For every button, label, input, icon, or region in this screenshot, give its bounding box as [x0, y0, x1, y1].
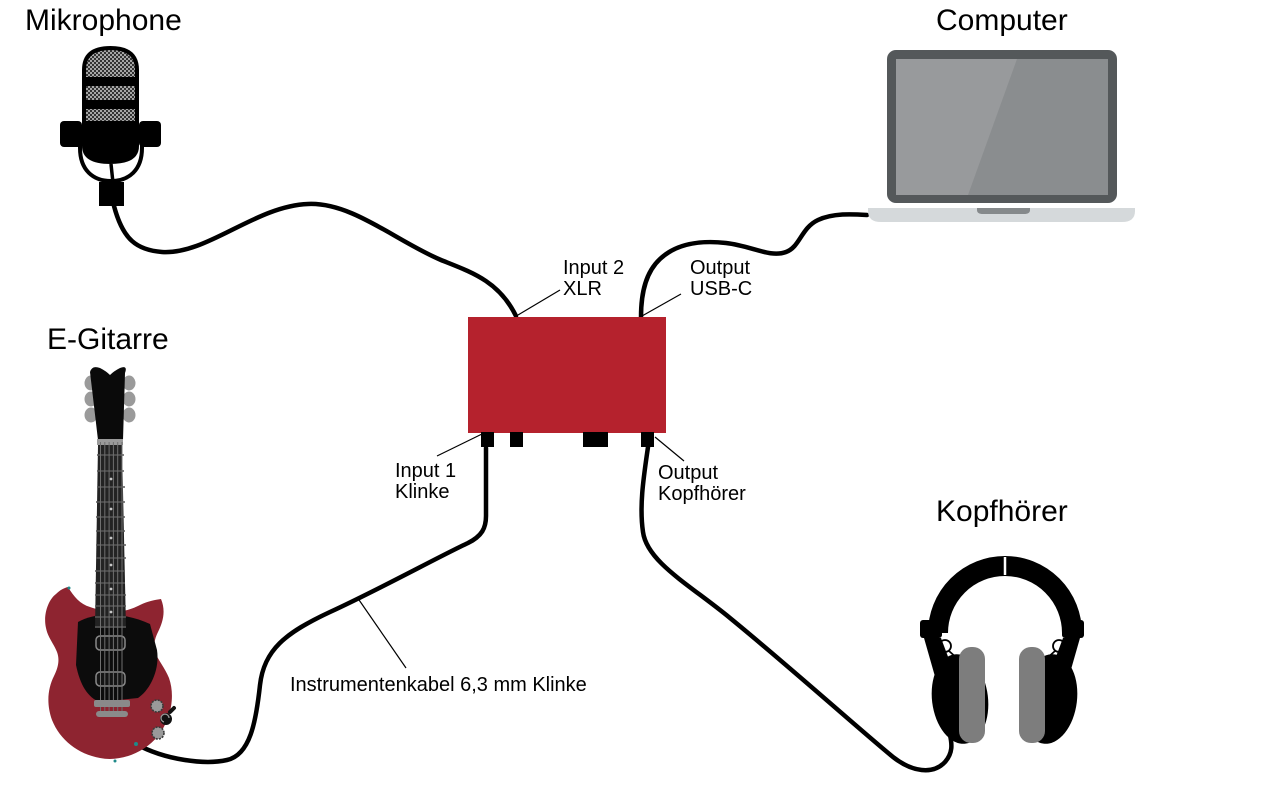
leader-line-input2 — [517, 289, 561, 316]
guitar-frets — [95, 454, 126, 628]
usb-port-label-line2: USB-C — [690, 278, 753, 300]
instrument-cable-label: Instrumentenkabel 6,3 mm Klinke — [290, 674, 587, 696]
mic-body — [82, 121, 139, 164]
guitar-tailpiece — [96, 711, 128, 717]
laptop-base — [868, 208, 1135, 222]
audio-interface-box — [468, 317, 666, 433]
headphones-right-extender — [1062, 620, 1084, 638]
interface-connector-3 — [583, 432, 608, 447]
usb-cable — [638, 212, 870, 320]
leader-line-usb — [641, 293, 682, 317]
guitar-headstock — [90, 367, 126, 440]
instrument-cable — [133, 445, 489, 765]
leader-line-input1 — [436, 433, 483, 457]
guitar-knob-1 — [150, 699, 164, 713]
headphones-label: Kopfhörer — [936, 495, 1068, 528]
headphones-illustration — [920, 556, 1084, 744]
input1-port-label-line2: Klinke — [395, 481, 450, 503]
leader-line-phones — [654, 436, 685, 462]
usb-port-label-line1: Output — [690, 257, 751, 279]
phones-port-label-line1: Output — [658, 462, 719, 484]
guitar-illustration — [45, 367, 176, 763]
laptop-base-notch — [977, 208, 1030, 214]
usb-port-label: Output USB-C — [690, 258, 752, 300]
computer-illustration — [868, 50, 1135, 222]
guitar-anchor-dot-2 — [113, 759, 117, 763]
interface-connector-phones — [641, 432, 654, 447]
interface-connector-input1 — [481, 432, 494, 447]
interface-connector-2 — [510, 432, 523, 447]
mic-yoke — [78, 138, 144, 184]
guitar-neck — [95, 445, 126, 628]
guitar-fret-markers — [109, 477, 113, 614]
input2-port-label: Input 2 XLR — [563, 258, 624, 300]
headphones-left-pad — [959, 647, 985, 743]
mic-xlr-cable — [111, 201, 519, 319]
guitar-knob-2 — [151, 726, 165, 740]
leader-line-instrument-cable — [356, 596, 407, 669]
microphone-illustration — [60, 45, 161, 206]
headphones-left-extender — [920, 620, 942, 638]
microphone-label: Mikrophone — [25, 4, 182, 37]
guitar-nut — [97, 439, 123, 445]
leader-lines — [356, 289, 685, 669]
guitar-anchor-dot — [67, 586, 71, 590]
laptop-screen-glare — [896, 59, 1017, 195]
guitar-strings — [100, 442, 123, 713]
guitar-bridge — [94, 700, 130, 707]
computer-label: Computer — [936, 4, 1068, 37]
mic-stand-block — [99, 182, 124, 206]
phones-port-label: Output Kopfhörer — [658, 463, 746, 505]
input1-port-label-line1: Input 1 — [395, 460, 457, 482]
input2-port-label-line1: Input 2 — [563, 257, 625, 279]
headphones-right-pad — [1019, 647, 1045, 743]
guitar-label: E-Gitarre — [47, 323, 169, 356]
headphone-cable — [639, 444, 954, 773]
audio-interface-illustration — [468, 317, 666, 447]
guitar-pickup-switch — [160, 706, 176, 725]
headphones-headband — [928, 556, 1082, 634]
input1-port-label: Input 1 Klinke — [395, 461, 456, 503]
input2-port-label-line2: XLR — [563, 278, 602, 300]
guitar-jack-dot — [134, 742, 138, 746]
phones-port-label-line2: Kopfhörer — [658, 483, 746, 505]
